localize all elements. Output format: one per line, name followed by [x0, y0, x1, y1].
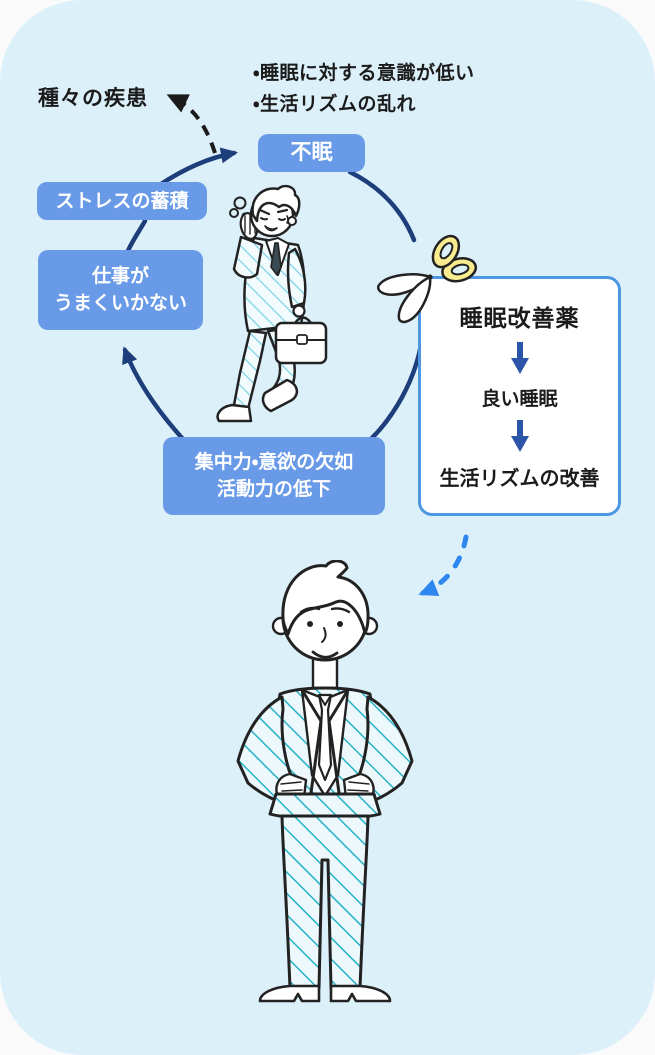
focus-label-line2: 活動力の低下 [216, 478, 331, 500]
down-arrow-icon [510, 420, 529, 452]
line-cut-to-focus [368, 342, 424, 442]
sleepy-bubble-icon [233, 196, 247, 210]
insomnia-note-list: ・睡眠に対する意識が低い ・生活リズムの乱れ [253, 58, 474, 120]
dashed-arrow-to-diseases [166, 94, 217, 154]
stress-label: ストレスの蓄積 [37, 182, 207, 220]
note-item: ・生活リズムの乱れ [253, 93, 416, 115]
remedy-box: 睡眠改善薬 良い睡眠 生活リズムの改善 [418, 276, 621, 516]
stress-label-text: ストレスの蓄積 [55, 189, 189, 212]
remedy-step-good-sleep: 良い睡眠 [481, 388, 558, 410]
line-insomnia-to-cut [347, 169, 417, 243]
arrow-focus-to-work [122, 346, 185, 441]
sleepy-bubble-icon [229, 208, 239, 218]
work-label-line2: うまくいかない [53, 292, 187, 314]
dashed-arrow-to-man [418, 534, 469, 597]
diseases-label: 種々の疾患 [38, 86, 148, 110]
note-item: ・睡眠に対する意識が低い [253, 62, 475, 84]
briefcase-icon [293, 316, 313, 325]
insomnia-label: 不眠 [258, 134, 365, 172]
insomnia-label-text: 不眠 [290, 140, 333, 165]
remedy-step-rhythm: 生活リズムの改善 [439, 466, 600, 490]
focus-label: 集中力・意欲の欠如 活動力の低下 [163, 437, 385, 515]
work-label-line1: 仕事が [91, 265, 149, 288]
down-arrow-icon [510, 342, 529, 374]
confident-man-illustration [236, 560, 414, 1003]
work-label: 仕事が うまくいかない [38, 250, 203, 330]
worried-man-illustration [216, 184, 328, 423]
remedy-step-medicine: 睡眠改善薬 [459, 306, 580, 332]
arrow-stress-to-insomnia [155, 147, 238, 189]
focus-label-line1: 集中力・意欲の欠如 [194, 451, 354, 474]
scissors-icon [377, 234, 478, 324]
